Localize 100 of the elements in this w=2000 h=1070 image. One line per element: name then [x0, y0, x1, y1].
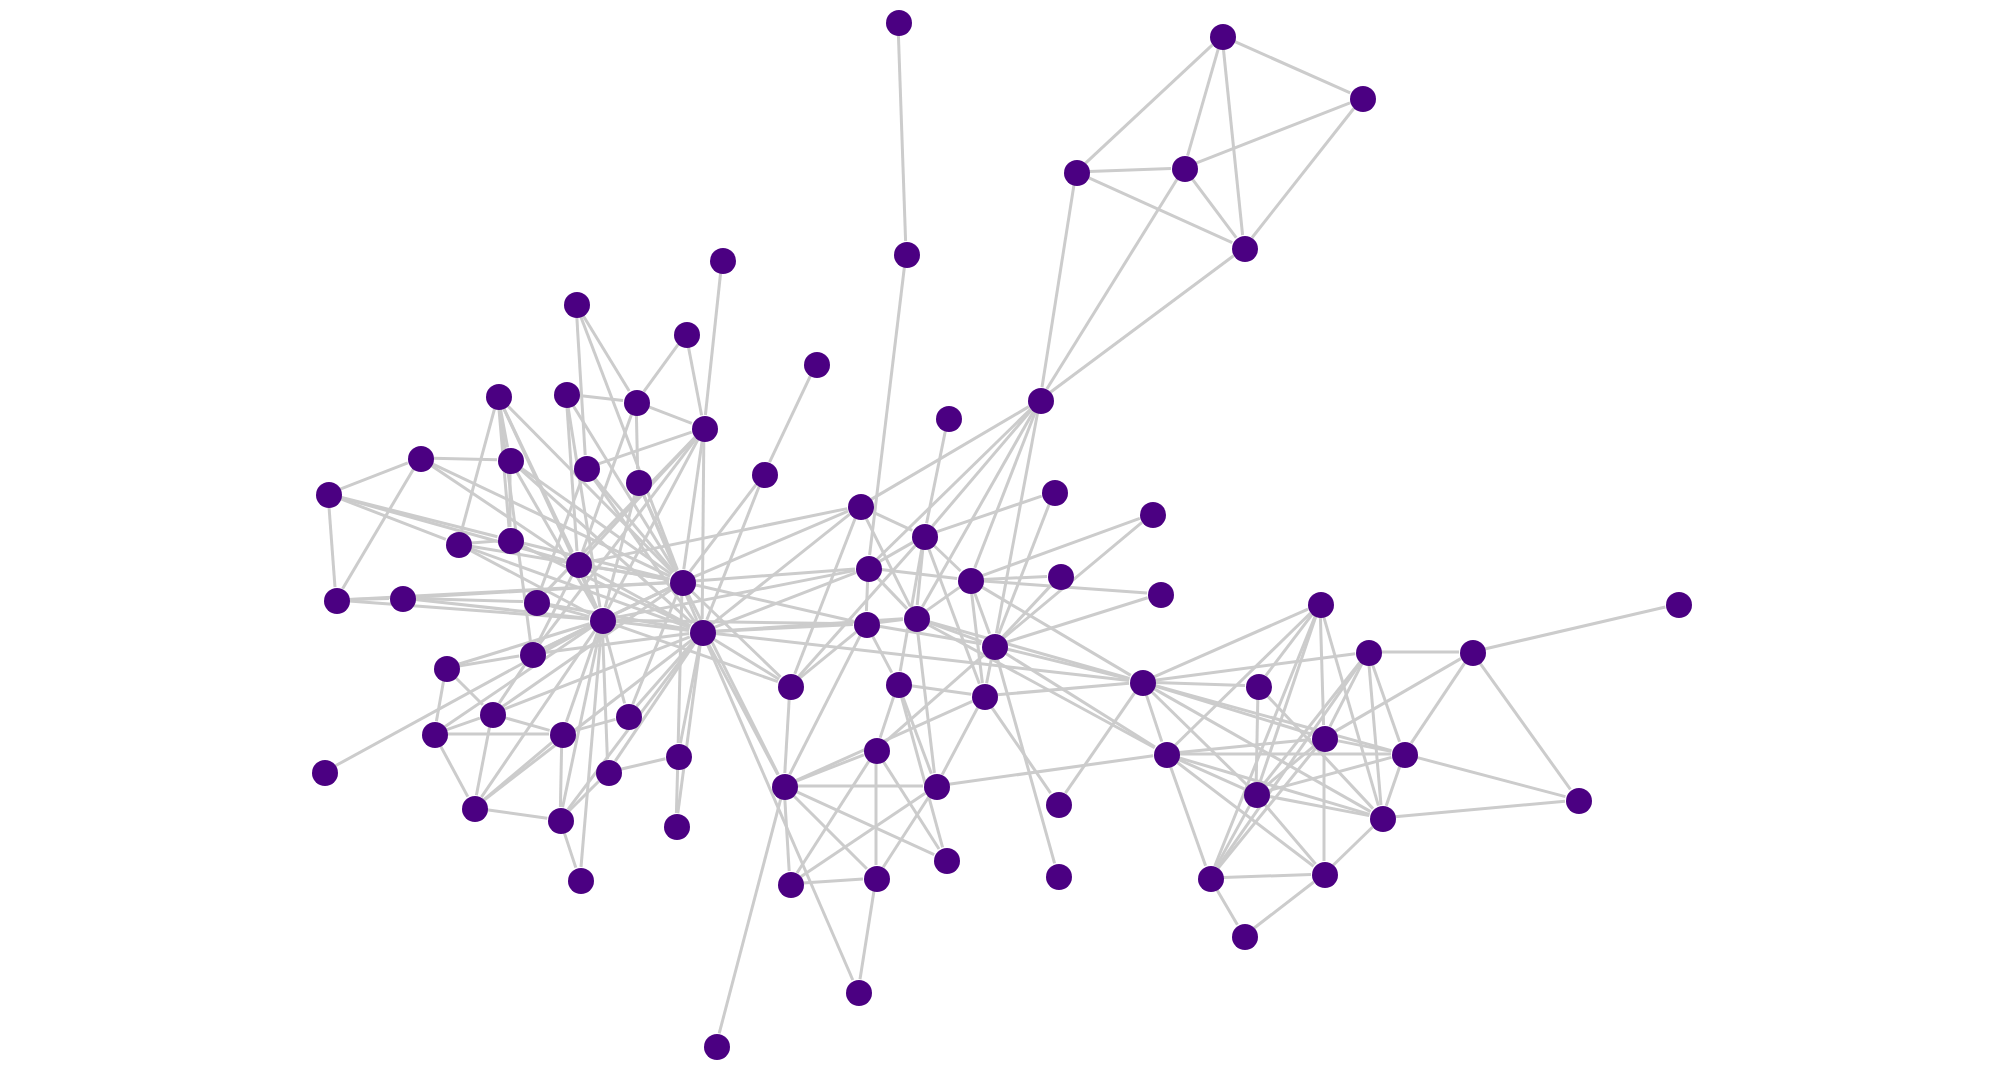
edge-line	[565, 406, 579, 552]
edge-line	[686, 592, 780, 776]
edge-line	[1144, 693, 1164, 743]
node-circle	[311, 759, 337, 785]
edge-line	[597, 430, 693, 466]
edge-line	[339, 497, 447, 541]
node-circle	[1665, 591, 1691, 617]
edge-line	[921, 410, 1035, 608]
node-circle	[523, 589, 549, 615]
edge-line	[932, 543, 962, 573]
edge-line	[536, 574, 574, 644]
edge-line	[985, 658, 993, 684]
edge-line	[997, 503, 1051, 635]
edge-line	[970, 592, 984, 684]
edge-line	[603, 494, 637, 608]
edge-line	[518, 467, 694, 625]
edge-line	[676, 644, 702, 814]
edge-line	[1064, 691, 1136, 795]
node-circle	[519, 641, 545, 667]
edge-line	[1478, 661, 1572, 791]
node-circle	[563, 291, 589, 317]
edge-line	[1263, 803, 1317, 865]
node-circle	[407, 445, 433, 471]
node-circle	[923, 773, 949, 799]
edge-line	[688, 483, 758, 573]
edge-line	[1334, 657, 1462, 733]
edge-line	[783, 698, 791, 774]
node-circle	[855, 555, 881, 581]
edge-line	[1186, 48, 1220, 156]
edge-line	[1154, 683, 1392, 753]
edge-line	[875, 576, 909, 610]
edge-line	[574, 717, 616, 733]
edge-line	[1265, 694, 1375, 810]
edge-line	[896, 34, 908, 242]
edge-line	[613, 623, 779, 683]
node-circle	[589, 607, 615, 633]
node-circle	[893, 241, 919, 267]
edge-line	[522, 541, 670, 581]
edge-line	[881, 796, 931, 868]
node-circle	[1459, 639, 1485, 665]
node-circle	[703, 1033, 729, 1059]
edge-line	[454, 676, 484, 706]
node-circle	[485, 383, 511, 409]
edge-line	[483, 638, 693, 802]
edge-line	[717, 798, 783, 1034]
node-circle	[689, 619, 715, 645]
edge-line	[940, 706, 980, 776]
edge-line	[682, 440, 704, 570]
edge-line	[1214, 804, 1252, 868]
node-circle	[1245, 673, 1271, 699]
edge-line	[590, 507, 848, 563]
edge-line	[1250, 107, 1356, 239]
node-circle	[1045, 791, 1071, 817]
edge-line	[858, 890, 876, 980]
node-circle	[549, 721, 575, 747]
edge-line	[579, 632, 603, 868]
edge-line	[878, 624, 982, 646]
node-circle	[567, 867, 593, 893]
edge-line	[928, 620, 1130, 680]
node-circle	[1209, 23, 1235, 49]
edge-line	[497, 663, 527, 705]
edge-line	[1484, 605, 1666, 651]
node-circle	[1147, 581, 1173, 607]
edge-line	[1087, 176, 1233, 244]
edge-line	[899, 696, 945, 848]
node-circle	[665, 743, 691, 769]
edge-line	[868, 266, 906, 556]
edge-line	[898, 548, 924, 672]
node-circle	[553, 381, 579, 407]
node-circle	[421, 721, 447, 747]
node-circle	[971, 683, 997, 709]
node-circle	[1139, 501, 1165, 527]
node-circle	[981, 633, 1007, 659]
edge-line	[1328, 662, 1364, 728]
edge-line	[470, 539, 498, 545]
edge-line	[575, 316, 587, 456]
edge-line	[1190, 177, 1238, 239]
edge-line	[864, 580, 870, 612]
edge-line	[878, 695, 896, 739]
edge-line	[340, 495, 498, 539]
edge-line	[506, 404, 674, 574]
edge-line	[925, 586, 961, 612]
edge-line	[1322, 751, 1326, 861]
edge-line	[795, 753, 865, 783]
node-circle	[957, 567, 983, 593]
node-circle	[433, 655, 459, 681]
node-circle	[863, 737, 889, 763]
edge-line	[614, 620, 690, 632]
edge-line	[881, 760, 941, 850]
edge-line	[792, 794, 868, 870]
edge-line	[438, 744, 470, 798]
edge-line	[603, 632, 627, 704]
node-circle	[777, 673, 803, 699]
edge-line	[1322, 616, 1380, 806]
edge-line	[474, 726, 492, 796]
edge-line	[348, 581, 670, 601]
edge-line	[694, 583, 854, 623]
edge-line	[1233, 39, 1351, 95]
edge-line	[469, 547, 691, 629]
edge-line	[458, 654, 520, 668]
